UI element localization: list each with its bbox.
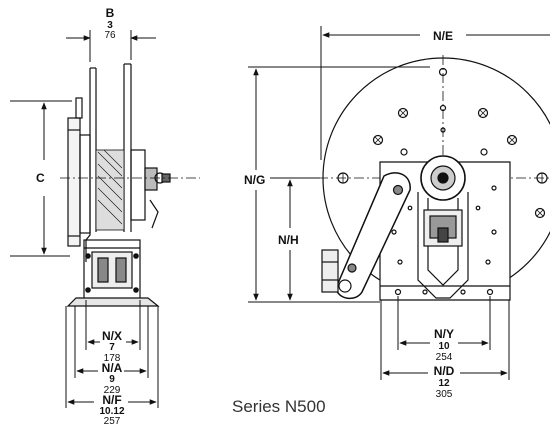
dim-ng-label: N/G (244, 173, 265, 187)
dim-ny-inch: 10 (438, 341, 450, 352)
dim-ne-label: N/E (433, 29, 453, 43)
dim-nd-inch: 12 (438, 378, 450, 389)
dim-ny-nd (380, 296, 510, 380)
dim-ne (320, 26, 550, 160)
dim-nf-mm: 257 (104, 416, 121, 427)
dim-na-mm: 229 (104, 385, 121, 396)
dim-nh-label: N/H (278, 233, 299, 247)
dim-ng-nh (248, 66, 430, 303)
front-view (318, 55, 550, 301)
dim-c (10, 100, 72, 257)
dim-base (65, 300, 159, 408)
dim-b (66, 30, 156, 62)
dim-c-label: C (36, 171, 45, 185)
dim-nf-inch: 10.12 (99, 406, 124, 417)
dim-nx-inch: 7 (109, 342, 115, 353)
dim-b-mm: 76 (104, 30, 116, 41)
dim-nd-label: N/D (434, 364, 455, 378)
dim-nx-label: N/X (102, 329, 122, 343)
dim-b-label: B (106, 6, 115, 20)
dim-na-inch: 9 (109, 374, 115, 385)
dim-nd-mm: 305 (436, 389, 453, 400)
dim-b-inch: 3 (107, 20, 113, 31)
dim-ny-label: N/Y (434, 327, 454, 341)
series-caption: Series N500 (232, 397, 326, 416)
side-view (60, 63, 200, 307)
dim-nx-mm: 178 (104, 353, 121, 364)
dim-nf-label: N/F (102, 393, 121, 407)
dim-na-label: N/A (102, 361, 123, 375)
dim-ny-mm: 254 (436, 352, 453, 363)
